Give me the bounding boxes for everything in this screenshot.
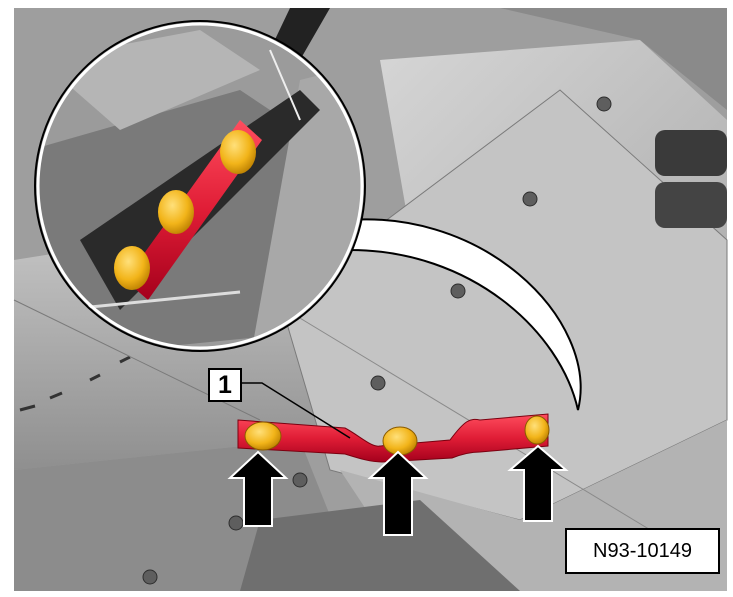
arrows [227, 444, 569, 536]
callout-label-1: 1 [208, 368, 242, 402]
callout-leader-1 [242, 382, 351, 439]
figure-reference-code: N93-10149 [565, 528, 720, 574]
magnifier-detail [34, 20, 366, 352]
fasteners [244, 415, 550, 456]
arrow-center [367, 450, 429, 536]
red-bracket [237, 413, 549, 463]
fastener-right [524, 415, 550, 445]
fastener-center [382, 426, 418, 456]
fastener-left [244, 421, 282, 451]
arrow-right [507, 444, 569, 522]
arrow-left [227, 450, 289, 527]
